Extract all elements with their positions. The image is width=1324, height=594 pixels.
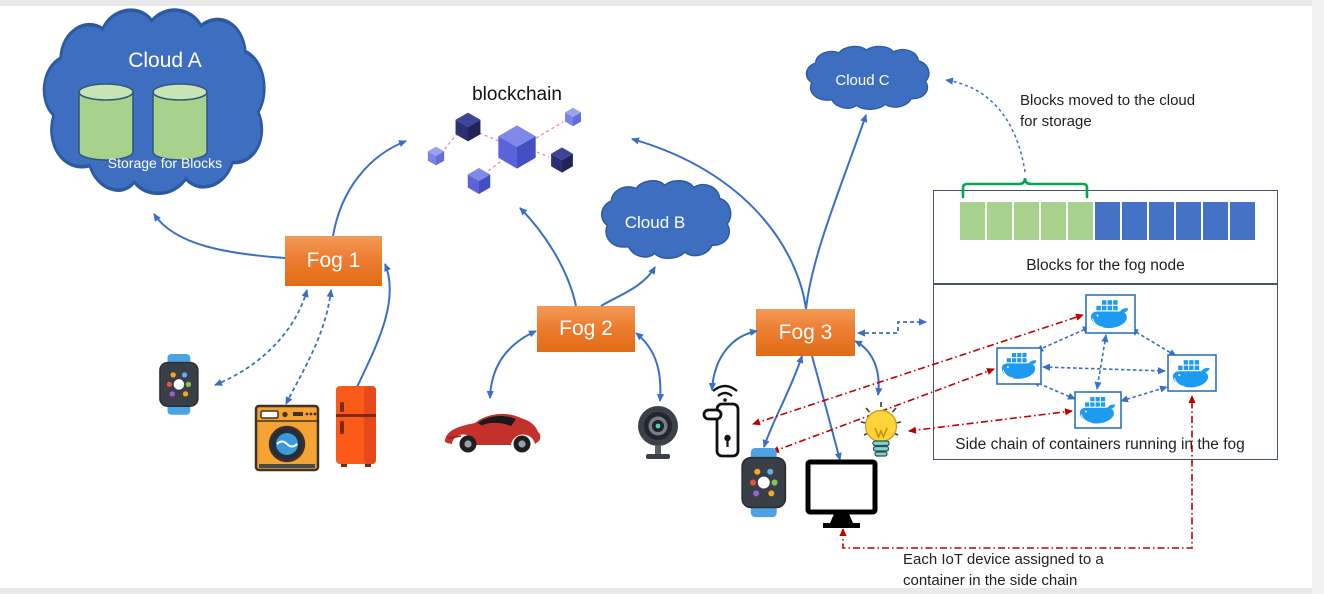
smart-door-lock-icon [702, 384, 740, 458]
blue-block [1095, 202, 1120, 240]
fog2-node: Fog 2 [537, 306, 635, 352]
arrow-blocks-to-cloud-c [945, 77, 1026, 173]
fog3-label: Fog 3 [778, 320, 833, 344]
cloud-c-label: Cloud C [835, 72, 890, 89]
top-margin-strip [0, 0, 1324, 6]
blue-block [1230, 202, 1255, 240]
blue-block [1176, 202, 1201, 240]
fog3-node: Fog 3 [756, 309, 855, 356]
arrow-fog1-to-blockchain [332, 140, 407, 237]
arrow-fog3-lightbulb [854, 340, 883, 396]
blue-block [1122, 202, 1147, 240]
bottom-margin-strip [0, 588, 1324, 594]
arrow-fog2-to-blockchain [519, 207, 577, 307]
blockchain-label: blockchain [472, 84, 562, 105]
blue-block [1203, 202, 1228, 240]
smart-lightbulb-icon [860, 402, 902, 457]
assign-note: Each IoT device assigned to a container … [903, 549, 1143, 591]
arrow-fog1-smartwatch [214, 289, 309, 386]
arrow-fog3-monitor [811, 355, 842, 461]
monitor-icon [805, 459, 878, 528]
blue-block [1149, 202, 1174, 240]
smartwatch-icon [741, 447, 787, 518]
arrow-fog2-to-cloud-b [600, 266, 656, 307]
cloud-a-title: Cloud A [128, 49, 202, 72]
fog2-label: Fog 2 [559, 317, 613, 340]
green-block [960, 202, 985, 240]
blocks-moved-line2: for storage [1020, 113, 1092, 130]
car-icon [444, 413, 541, 453]
assign-note-line1: Each IoT device assigned to a [903, 551, 1104, 568]
arrow-fog3-to-sidechain [857, 318, 927, 337]
refrigerator-icon [336, 386, 376, 467]
blockchain-cubes-icon [427, 107, 581, 194]
washing-machine-icon [254, 404, 320, 472]
arrow-fog1-washer [285, 289, 334, 405]
arrow-fog3-smartwatch [762, 355, 804, 448]
cloud-a-subtitle: Storage for Blocks [107, 155, 223, 171]
green-block [987, 202, 1012, 240]
arrow-fog3-to-cloud-c [805, 114, 868, 310]
green-block [1041, 202, 1066, 240]
storage-cylinder-icon [152, 92, 208, 161]
arrow-fog2-car [486, 330, 537, 399]
sidechain-panel-caption: Side chain of containers running in the … [955, 436, 1245, 453]
arrow-fog2-webcam [635, 332, 665, 402]
fog1-node: Fog 1 [285, 236, 382, 286]
storage-cylinder-icon [78, 92, 134, 161]
blocks-panel-caption: Blocks for the fog node [1026, 257, 1185, 274]
arrow-fog3-doorlock [708, 328, 758, 391]
green-block [1014, 202, 1039, 240]
fog1-label: Fog 1 [306, 249, 361, 272]
cloud-b-label: Cloud B [624, 213, 686, 232]
blocks-moved-line1: Blocks moved to the cloud [1020, 92, 1196, 109]
green-block [1068, 202, 1093, 240]
arrow-fog1-to-cloud-a [153, 213, 286, 259]
smartwatch-icon [159, 353, 199, 416]
blocks-moved-note: Blocks moved to the cloud for storage [1020, 90, 1240, 132]
assign-note-line2: container in the side chain [903, 572, 1078, 589]
webcam-icon [638, 406, 678, 459]
right-margin-strip [1312, 0, 1324, 594]
blocks-row [960, 202, 1255, 240]
